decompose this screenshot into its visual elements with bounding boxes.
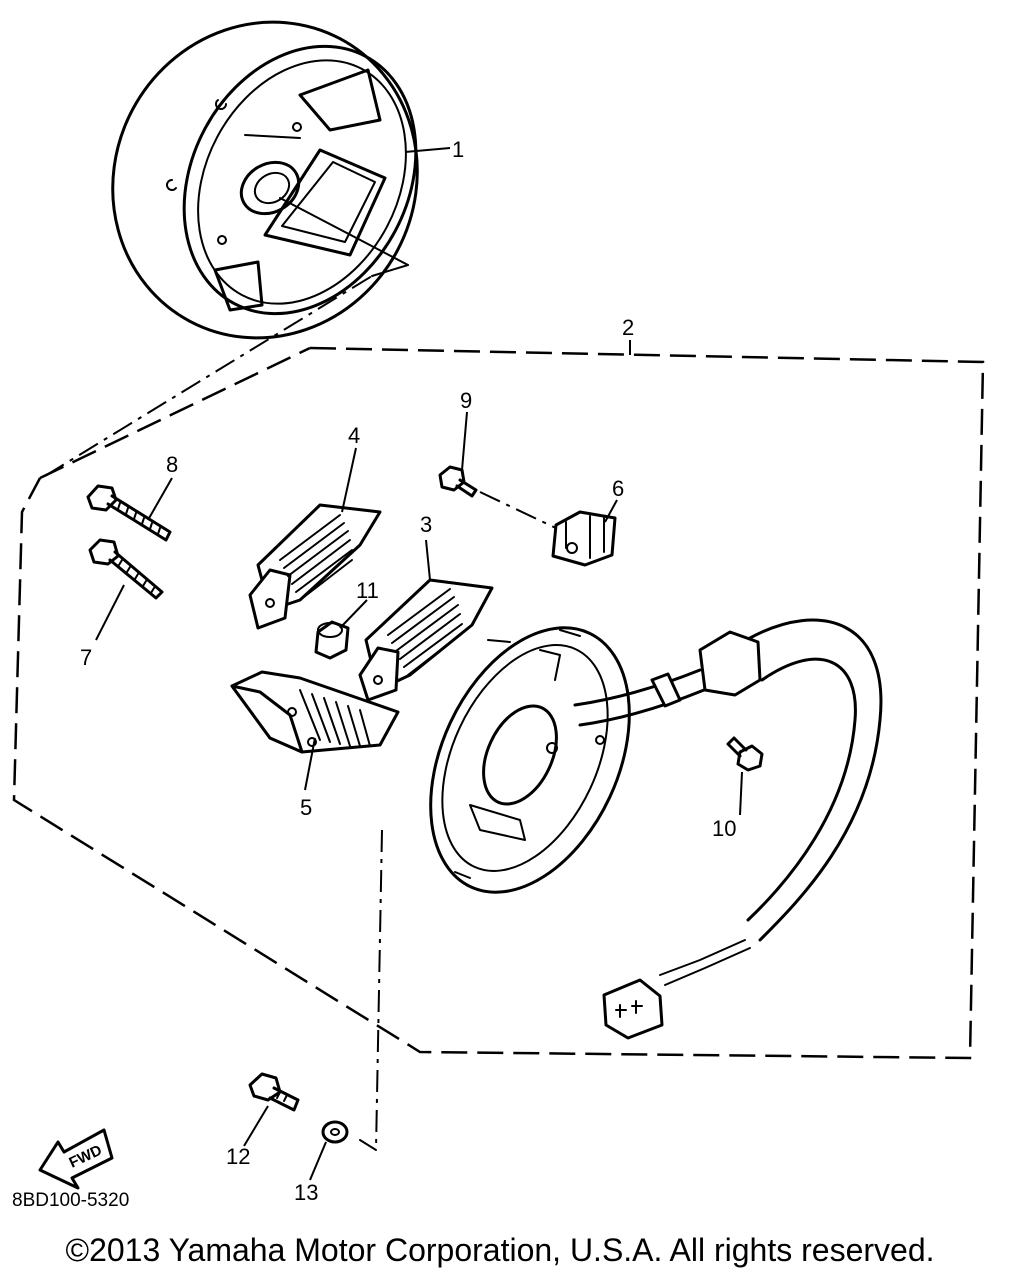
callout-10: 10	[712, 816, 736, 841]
stator-assembly-boundary	[12, 275, 985, 1151]
copyright-notice: ©2013 Yamaha Motor Corporation, U.S.A. A…	[65, 1232, 935, 1268]
collar-11	[314, 620, 350, 660]
diagram-part-code: 8BD100-5320	[12, 1190, 130, 1211]
callout-numbers: 1 2 3 4 5 6 7 8 9 10 11 12 13	[80, 137, 736, 1205]
screw-10	[726, 736, 764, 772]
callout-7: 7	[80, 645, 92, 670]
callout-3: 3	[420, 512, 432, 537]
lead-wire-harness	[573, 618, 883, 1040]
screw-9	[438, 465, 561, 531]
screw-8	[86, 484, 172, 542]
callout-8: 8	[166, 452, 178, 477]
coil-3	[358, 578, 494, 702]
leader-lines	[95, 147, 743, 1181]
callout-9: 9	[460, 388, 472, 413]
callout-11: 11	[356, 578, 379, 603]
callout-4: 4	[348, 423, 360, 448]
coil-4	[248, 503, 382, 630]
callout-13: 13	[294, 1180, 318, 1205]
callout-5: 5	[300, 795, 312, 820]
forward-direction-arrow: FWD	[38, 1128, 114, 1190]
flywheel-rotor	[111, 20, 419, 340]
coil-5	[230, 670, 400, 754]
callout-2: 2	[622, 315, 634, 340]
pickup-coil-6	[551, 510, 617, 567]
washer-13	[321, 1120, 349, 1144]
stator-base-plate	[429, 626, 631, 894]
screw-7	[88, 538, 164, 600]
callout-12: 12	[226, 1144, 250, 1169]
callout-6: 6	[612, 476, 624, 501]
callout-1: 1	[452, 137, 464, 162]
bolt-12	[248, 1072, 300, 1112]
